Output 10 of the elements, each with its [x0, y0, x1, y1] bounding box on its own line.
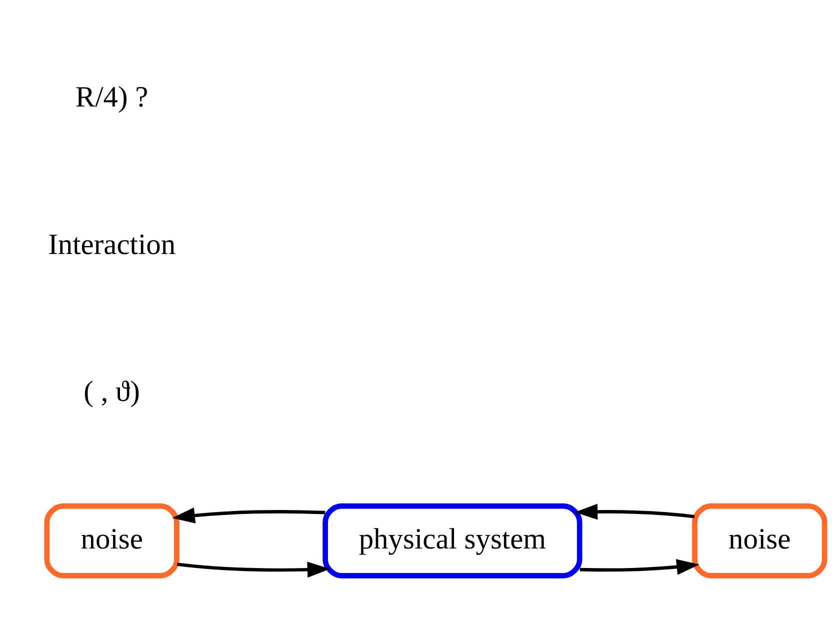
node-box: noise [692, 502, 828, 578]
arrow [172, 507, 326, 523]
arrow [176, 561, 330, 578]
label: R/4) ? [75, 81, 148, 114]
label: ( , ϑ) [84, 376, 140, 408]
arrow [580, 558, 700, 574]
node-box: physical system [322, 502, 582, 578]
label: Interaction [48, 228, 176, 260]
arrow [574, 503, 695, 520]
node-box: noise [44, 502, 180, 578]
